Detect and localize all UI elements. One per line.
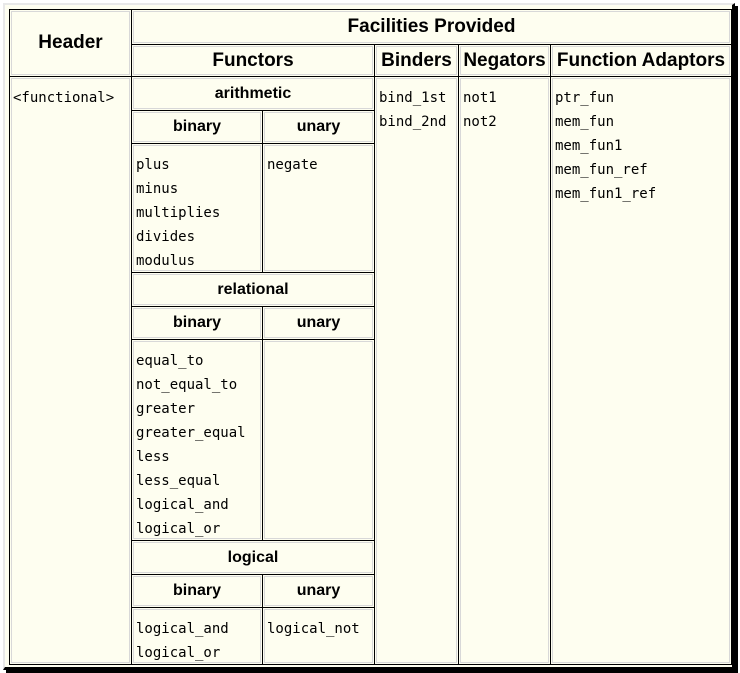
function-adaptors-cell: ptr_fun mem_fun mem_fun1 mem_fun_ref mem… (550, 76, 732, 665)
list-item: not_equal_to (136, 377, 238, 393)
list-item: ptr_fun (555, 90, 615, 106)
arithmetic-binary-heading: binary (131, 110, 263, 144)
list-item: less (136, 449, 170, 465)
header-column-heading: Header (9, 9, 132, 77)
list-item: greater_equal (136, 425, 246, 441)
function-adaptors-heading: Function Adaptors (550, 44, 732, 77)
negators-heading: Negators (458, 44, 551, 77)
list-item: negate (267, 157, 318, 173)
list-item: less_equal (136, 473, 221, 489)
relational-unary-heading: unary (262, 306, 375, 340)
list-item: logical_or (136, 645, 221, 661)
list-item: divides (136, 229, 196, 245)
logical-unary-cell: logical_not (262, 607, 375, 665)
logical-binary-heading: binary (131, 574, 263, 608)
binders-cell: bind_1st bind_2nd (374, 76, 459, 665)
relational-heading: relational (131, 272, 375, 307)
list-item: plus (136, 157, 170, 173)
logical-unary-heading: unary (262, 574, 375, 608)
relational-binary-cell: equal_to not_equal_to greater greater_eq… (131, 339, 263, 541)
relational-unary-cell (262, 339, 375, 541)
logical-binary-cell: logical_and logical_or (131, 607, 263, 665)
binders-heading: Binders (374, 44, 459, 77)
arithmetic-unary-heading: unary (262, 110, 375, 144)
list-item: mem_fun_ref (555, 162, 648, 178)
list-item: logical_and (136, 497, 229, 513)
list-item: mem_fun1_ref (555, 186, 657, 202)
header-name-cell: <functional> (9, 76, 132, 665)
list-item: minus (136, 181, 179, 197)
list-item: equal_to (136, 353, 204, 369)
list-item: greater (136, 401, 196, 417)
list-item: logical_not (267, 621, 360, 637)
list-item: modulus (136, 253, 196, 269)
list-item: mem_fun (555, 114, 615, 130)
relational-binary-heading: binary (131, 306, 263, 340)
list-item: bind_2nd (379, 114, 447, 130)
logical-heading: logical (131, 540, 375, 575)
list-item: multiplies (136, 205, 221, 221)
facilities-provided-heading: Facilities Provided (131, 9, 732, 45)
arithmetic-unary-cell: negate (262, 143, 375, 273)
list-item: mem_fun1 (555, 138, 623, 154)
functors-heading: Functors (131, 44, 375, 77)
header-name: <functional> (13, 90, 115, 106)
list-item: not1 (463, 90, 497, 106)
list-item: not2 (463, 114, 497, 130)
arithmetic-heading: arithmetic (131, 76, 375, 111)
arithmetic-binary-cell: plus minus multiplies divides modulus (131, 143, 263, 273)
list-item: bind_1st (379, 90, 447, 106)
list-item: logical_or (136, 521, 221, 537)
list-item: logical_and (136, 621, 229, 637)
negators-cell: not1 not2 (458, 76, 551, 665)
